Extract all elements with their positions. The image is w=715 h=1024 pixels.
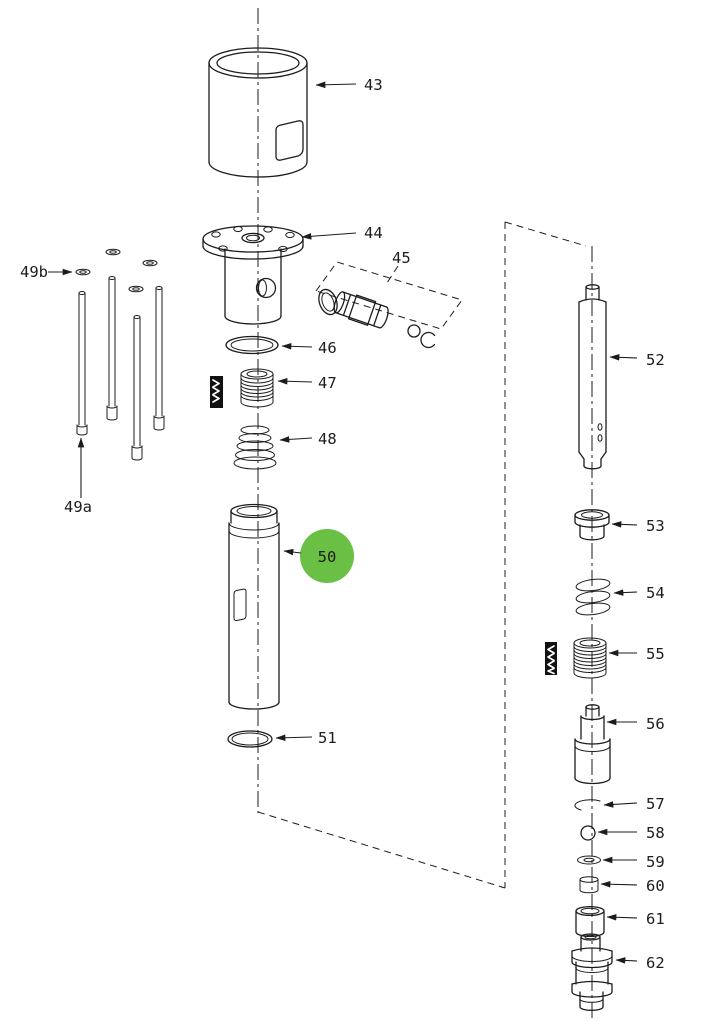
part-60-drawing: [579, 876, 599, 894]
part-label-48: 48: [318, 430, 337, 448]
part-label-44: 44: [364, 224, 383, 242]
part-62-drawing: [571, 933, 613, 1011]
part-label-45: 45: [392, 249, 411, 267]
part-50-drawing: [228, 503, 280, 710]
part-label-50: 50: [318, 548, 337, 566]
part-51-drawing: [227, 730, 273, 748]
part-61-drawing: [575, 905, 605, 938]
part-53-drawing: [574, 509, 610, 541]
part-59-drawing: [577, 855, 601, 865]
part-47-drawing: [240, 368, 274, 408]
part-label-58: 58: [646, 824, 665, 842]
part-57-drawing: [574, 799, 601, 811]
part-label-43: 43: [364, 76, 383, 94]
part-label-51: 51: [318, 729, 337, 747]
part-52-drawing: [578, 284, 607, 470]
part-46-drawing: [225, 335, 279, 355]
direction-marker-icon: [545, 642, 557, 675]
part-label-60: 60: [646, 877, 665, 895]
leader-arrows: [48, 81, 638, 964]
part-label-49b: 49b: [20, 263, 48, 281]
part-labels: 43 44 45 46 47 48 49b 49a 50 51 52 53 54…: [20, 76, 665, 972]
part-label-62: 62: [646, 954, 665, 972]
part-44-drawing: [202, 225, 304, 325]
highlight-circle-50: [300, 529, 354, 583]
part-label-54: 54: [646, 584, 665, 602]
direction-marker-icon: [210, 376, 223, 408]
part-43-drawing: [208, 47, 308, 178]
center-lines: [257, 8, 593, 1022]
projection-lines: [257, 221, 587, 889]
part-label-56: 56: [646, 715, 665, 733]
part-58-drawing: [580, 825, 596, 841]
part-48-drawing: [233, 425, 277, 470]
part-label-59: 59: [646, 853, 665, 871]
part-55-drawing: [573, 637, 607, 679]
part-49-drawing: [75, 248, 165, 461]
part-label-52: 52: [646, 351, 665, 369]
part-label-49a: 49a: [64, 498, 92, 516]
part-label-55: 55: [646, 645, 665, 663]
part-label-46: 46: [318, 339, 337, 357]
part-label-61: 61: [646, 910, 665, 928]
part-label-57: 57: [646, 795, 665, 813]
part-label-47: 47: [318, 374, 337, 392]
part-45-drawing: [315, 261, 463, 349]
part-54-drawing: [575, 578, 611, 616]
part-label-53: 53: [646, 517, 665, 535]
part-56-drawing: [574, 704, 611, 785]
